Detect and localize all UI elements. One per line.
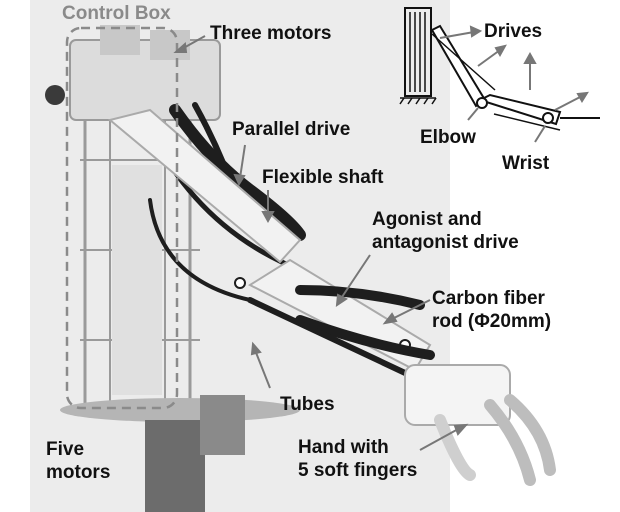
hand-label: Hand with 5 soft fingers	[298, 436, 417, 482]
motor-cluster	[45, 25, 221, 121]
forearm-drives	[247, 285, 435, 383]
flexible-shaft-label: Flexible shaft	[262, 167, 384, 188]
schematic-elbow-joint	[476, 97, 488, 109]
carbon-label-line1: Carbon fiber	[432, 288, 545, 309]
schematic-wrist-label: Wrist	[502, 153, 550, 174]
kinematic-schematic	[399, 7, 600, 143]
leader-arrows	[173, 35, 469, 451]
carbon-fiber-label: Carbon fiber rod (Φ20mm)	[432, 287, 551, 333]
hand-label-line1: Hand with	[298, 437, 389, 458]
agonist-antagonist-label: Agonist and antagonist drive	[372, 208, 519, 254]
schematic-elbow-label: Elbow	[420, 127, 476, 148]
base-plate	[60, 398, 300, 422]
base-electronics	[200, 395, 245, 455]
hand-label-line2: 5 soft fingers	[298, 460, 418, 481]
base-pillar	[145, 420, 205, 512]
parallel-drive-label: Parallel drive	[232, 119, 351, 140]
five-motors-label: Five motors	[46, 438, 110, 484]
control-box-label: Control Box	[62, 3, 171, 24]
carbon-label-line2: rod (Φ20mm)	[432, 311, 552, 332]
three-motors-label: Three motors	[210, 23, 332, 44]
schematic-ground	[399, 97, 437, 105]
schematic-motor-block	[404, 7, 432, 97]
tubes-label: Tubes	[280, 394, 335, 415]
five-motors-line1: Five	[46, 439, 85, 460]
schematic-arrows	[439, 25, 589, 143]
control-box-outline	[65, 26, 179, 410]
schematic-forearm-link	[477, 93, 562, 126]
inner-tubes	[112, 165, 162, 395]
soft-hand	[404, 364, 556, 486]
five-motors-line2: motors	[46, 462, 111, 483]
agonist-label-line1: Agonist and	[372, 209, 482, 230]
schematic-wrist-joint	[542, 112, 554, 124]
agonist-label-line2: antagonist drive	[372, 232, 519, 253]
schematic-drives-label: Drives	[484, 21, 543, 42]
